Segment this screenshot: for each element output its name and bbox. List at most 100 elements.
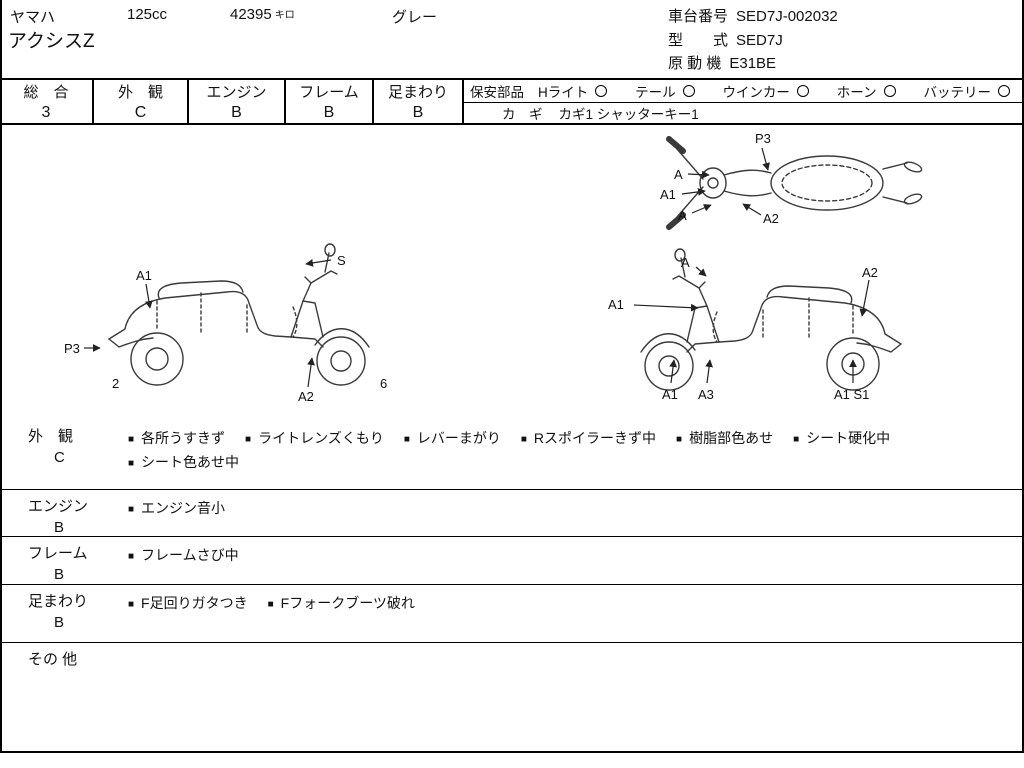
safety-item-label: ウインカー bbox=[722, 85, 790, 100]
diagram-label: 6 bbox=[380, 376, 388, 391]
note-row-other: その 他 bbox=[2, 643, 1022, 753]
safety-item: バッテリー bbox=[923, 81, 1010, 101]
grade-engine-label: エンジン bbox=[206, 84, 267, 101]
grade-engine: エンジン B bbox=[189, 80, 286, 123]
note-head: その 他 bbox=[2, 643, 128, 751]
body-color: グレー bbox=[392, 9, 438, 26]
diagram-label: A1 bbox=[136, 268, 152, 283]
diagram-label: P3 bbox=[755, 131, 771, 146]
note-item-text: 各所うすきず bbox=[141, 430, 226, 446]
note-head: 外 観 C bbox=[2, 420, 128, 489]
note-item-text: フレームさび中 bbox=[141, 547, 239, 563]
grade-frame-value: B bbox=[323, 104, 335, 121]
grade-undercarriage-label: 足まわり bbox=[387, 84, 448, 101]
diagram-label: A1 bbox=[608, 297, 624, 312]
mileage-value: 42395 bbox=[230, 6, 272, 23]
note-label: その 他 bbox=[28, 651, 78, 668]
note-row-engine: エンジン B ■エンジン音小 bbox=[2, 490, 1022, 537]
chassis-number: 車台番号 SED7J-002032 bbox=[668, 5, 838, 26]
note-grade: C bbox=[54, 449, 65, 466]
maker-name: ヤマハ bbox=[10, 9, 56, 26]
safety-item-label: バッテリー bbox=[923, 85, 991, 100]
grade-exterior: 外 観 C bbox=[94, 80, 189, 123]
keys-row: カ ギ カギ1 シャッターキー1 bbox=[464, 103, 1024, 123]
note-grade: B bbox=[54, 566, 65, 583]
diagram-label: A1 bbox=[662, 387, 678, 402]
safety-item: ウインカー bbox=[722, 81, 809, 101]
safety-parts-cell: 保安部品 Hライト テール ウインカー ホーン バッテリー カ ギ カギ1 シャッターキ… bbox=[464, 80, 1024, 123]
bullet-icon: ■ bbox=[128, 551, 135, 562]
diagram-label: A1 S1 bbox=[834, 387, 870, 402]
note-label: 足まわり bbox=[28, 593, 89, 610]
note-item: ■ フレームさび中 bbox=[128, 544, 239, 568]
note-item: ■各所うすきず bbox=[128, 427, 225, 451]
keys-label: カ ギ bbox=[502, 107, 543, 122]
note-item: ■エンジン音小 bbox=[128, 497, 225, 521]
safety-item-label: テール bbox=[635, 85, 676, 100]
note-item: ■F足回りガタつき bbox=[128, 592, 248, 616]
displacement: 125cc bbox=[127, 6, 168, 23]
note-item: ■ライトレンズくもり bbox=[245, 427, 384, 451]
model-code: 型 式 SED7J bbox=[668, 29, 783, 50]
keys-value: カギ1 シャッターキー1 bbox=[558, 107, 699, 122]
diagram-label: A bbox=[674, 167, 683, 182]
note-head: 足まわり B bbox=[2, 585, 128, 642]
note-grade: B bbox=[54, 614, 65, 631]
model-code-value: SED7J bbox=[736, 32, 783, 49]
note-head: エンジン B bbox=[2, 490, 128, 536]
grade-overall-value: 3 bbox=[41, 104, 51, 121]
safety-item-label: Hライト bbox=[538, 85, 589, 100]
safety-item: ホーン bbox=[837, 81, 896, 101]
bullet-icon: ■ bbox=[245, 434, 252, 445]
chassis-value: SED7J-002032 bbox=[736, 8, 838, 25]
safety-parts-label: 保安部品 bbox=[470, 85, 524, 100]
note-label: エンジン bbox=[28, 498, 89, 515]
bullet-icon: ■ bbox=[793, 434, 800, 445]
diagram-label: A1 bbox=[660, 187, 676, 202]
grade-exterior-label: 外 観 bbox=[117, 84, 163, 101]
model-code-label: 型 式 bbox=[668, 32, 729, 49]
note-item: ■Fフォークブーツ破れ bbox=[268, 592, 415, 616]
note-item-text: シート硬化中 bbox=[806, 430, 891, 446]
diagram-label: A bbox=[681, 255, 690, 270]
mileage-unit: キロ bbox=[274, 10, 295, 21]
ok-circle-icon bbox=[796, 85, 809, 97]
grade-frame: フレーム B bbox=[286, 80, 374, 123]
grade-bar: 総 合 3 外 観 C エンジン B フレーム B 足まわり B 保安部品 Hラ… bbox=[0, 78, 1024, 125]
note-item: ■Rスポイラーきず中 bbox=[521, 427, 656, 451]
diagram-label: A3 bbox=[698, 387, 714, 402]
note-row-frame: フレーム B ■ フレームさび中 bbox=[2, 537, 1022, 585]
safety-item: Hライト bbox=[538, 81, 608, 101]
note-label: フレーム bbox=[28, 545, 88, 562]
note-grade: B bbox=[54, 519, 65, 536]
ok-circle-icon bbox=[997, 85, 1010, 97]
diagram-label: A2 bbox=[862, 265, 878, 280]
note-items: ■ フレームさび中 bbox=[128, 537, 1022, 584]
grade-undercarriage-value: B bbox=[412, 104, 424, 121]
engine-code-label: 原 動 機 bbox=[668, 55, 722, 72]
note-item: ■樹脂部色あせ bbox=[676, 427, 773, 451]
note-item: ■シート色あせ中 bbox=[128, 451, 239, 475]
chassis-label: 車台番号 bbox=[668, 8, 729, 25]
grade-overall-label: 総 合 bbox=[23, 84, 69, 101]
note-item-text: レバーまがり bbox=[416, 430, 501, 446]
note-item-text: エンジン音小 bbox=[141, 500, 226, 516]
note-items: ■各所うすきず■ライトレンズくもり■レバーまがり■Rスポイラーきず中■樹脂部色あ… bbox=[128, 420, 1022, 489]
note-items: ■エンジン音小 bbox=[128, 490, 1022, 536]
note-item-text: Rスポイラーきず中 bbox=[533, 430, 657, 446]
ok-circle-icon bbox=[883, 85, 896, 97]
note-item-text: 樹脂部色あせ bbox=[689, 430, 774, 446]
note-items bbox=[128, 643, 1022, 751]
note-item-text: Fフォークブーツ破れ bbox=[280, 595, 415, 611]
notes-table: 外 観 C ■各所うすきず■ライトレンズくもり■レバーまがり■Rスポイラーきず中… bbox=[2, 420, 1022, 753]
note-item: ■ シート硬化中 bbox=[793, 427, 890, 451]
safety-parts-row: 保安部品 Hライト テール ウインカー ホーン バッテリー bbox=[464, 80, 1024, 103]
grade-overall: 総 合 3 bbox=[0, 80, 94, 123]
grade-undercarriage: 足まわり B bbox=[374, 80, 464, 123]
diagram-label: 2 bbox=[112, 376, 120, 391]
note-row-undercarriage: 足まわり B ■F足回りガタつき ■Fフォークブーツ破れ bbox=[2, 585, 1022, 643]
diagram-label: P3 bbox=[64, 341, 80, 356]
safety-item: テール bbox=[635, 81, 695, 101]
